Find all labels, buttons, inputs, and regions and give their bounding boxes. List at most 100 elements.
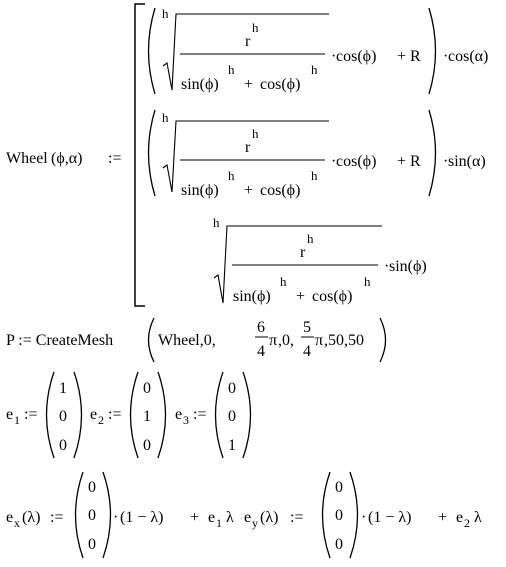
e1-value-1: 0 [59, 408, 67, 425]
ey-left-paren [321, 471, 331, 559]
ey-right-paren [349, 471, 359, 559]
row1-den-plus: + [244, 76, 253, 93]
ex-left-paren [74, 471, 84, 559]
row1-den-sin-exp: h [228, 62, 235, 77]
row2-numerator-r: r [245, 139, 251, 156]
row1-den-cos: cos(ϕ) [260, 76, 300, 93]
row2-numerator-exp: h [252, 126, 259, 141]
ex-right-paren [102, 471, 112, 559]
row1-trail-dot: · [443, 48, 448, 65]
mesh-pi2: π [315, 332, 323, 349]
ey-plus: + [438, 509, 447, 526]
row2-left-paren [147, 109, 156, 197]
e3-left-paren [214, 371, 224, 459]
wheel-function-name: Wheel [6, 150, 48, 167]
create-mesh-definition[interactable]: P := CreateMesh Wheel,0, 6 4 π ,0, 5 4 π… [6, 317, 387, 363]
ex-lambda: λ [226, 509, 234, 526]
e1-right-paren [73, 371, 83, 459]
wheel-row-2: h r h sin(ϕ) h + cos(ϕ) h · cos(ϕ) + R ·… [147, 109, 486, 199]
ey-value-2: 0 [335, 536, 343, 553]
ex-line-definition[interactable]: e x (λ) := 0 0 0 · (1 − λ) + e 1 λ [6, 471, 234, 559]
ex-factor: (1 − λ) [120, 509, 163, 526]
ex-basis-subscript: 1 [216, 516, 222, 530]
e3-value-1: 0 [228, 408, 236, 425]
row2-den-cos-exp: h [311, 168, 318, 183]
ey-line-definition[interactable]: e y (λ) := 0 0 0 · (1 − λ) + e 2 λ [244, 471, 482, 559]
mesh-frac1-num: 6 [257, 319, 265, 336]
row2-dot: · [331, 153, 336, 170]
row1-cos-alpha: cos(α) [448, 48, 488, 65]
e2-name: e [90, 406, 97, 423]
wheel-assign-operator: := [108, 150, 121, 167]
ey-value-1: 0 [335, 507, 343, 524]
ex-name: e [6, 509, 13, 526]
mesh-args-end: ,50,50 [324, 332, 364, 349]
row3-den-sin-exp: h [280, 274, 287, 289]
e3-right-paren [242, 371, 252, 459]
ey-assign: := [290, 509, 303, 526]
e1-name: e [6, 406, 13, 423]
wheel-matrix-bracket [134, 3, 145, 307]
row3-den-sin: sin(ϕ) [233, 288, 271, 305]
ex-value-2: 0 [88, 536, 96, 553]
ey-basis-subscript: 2 [464, 516, 470, 530]
row2-root-index: h [162, 110, 169, 125]
ey-subscript: y [252, 516, 258, 530]
e1-left-paren [45, 371, 55, 459]
ey-name: e [244, 509, 251, 526]
mesh-args-mid: ,0, [278, 332, 294, 349]
row3-numerator-r: r [300, 244, 306, 261]
row3-root-index: h [213, 215, 220, 230]
row2-den-plus: + [244, 182, 253, 199]
ex-dot: · [113, 509, 118, 526]
row1-right-paren [428, 7, 437, 95]
basis-e1-definition[interactable]: e 1 := 1 0 0 [6, 371, 83, 459]
row3-den-plus: + [296, 288, 305, 305]
row3-numerator-exp: h [307, 231, 314, 246]
row3-radical [213, 225, 382, 304]
row3-den-cos-exp: h [364, 274, 371, 289]
ex-plus: + [190, 509, 199, 526]
mesh-frac2-num: 5 [303, 319, 311, 336]
row2-den-sin-exp: h [228, 168, 235, 183]
row1-den-cos-exp: h [311, 62, 318, 77]
ey-basis-name: e [456, 509, 463, 526]
ex-basis-name: e [208, 509, 215, 526]
e2-value-2: 0 [143, 437, 151, 454]
e1-value-2: 0 [59, 437, 67, 454]
row1-numerator-exp: h [252, 20, 259, 35]
mesh-left-paren [147, 317, 155, 363]
row1-dot: · [331, 48, 336, 65]
basis-e3-definition[interactable]: e 3 := 0 0 1 [175, 371, 252, 459]
mesh-frac2-den: 4 [303, 343, 311, 360]
e2-left-paren [129, 371, 139, 459]
e3-value-0: 0 [228, 380, 236, 397]
ex-value-0: 0 [88, 479, 96, 496]
row1-cos-phi: cos(ϕ) [336, 48, 376, 65]
wheel-definition[interactable]: Wheel (ϕ,α) := h r h sin(ϕ) h + cos(ϕ) h… [6, 3, 488, 307]
ex-subscript: x [14, 516, 20, 530]
e3-assign: := [193, 406, 206, 423]
row1-radical [162, 13, 329, 91]
basis-e2-definition[interactable]: e 2 := 0 1 0 [90, 371, 167, 459]
ey-value-0: 0 [335, 479, 343, 496]
mesh-frac1-den: 4 [257, 343, 265, 360]
e1-value-0: 1 [59, 380, 67, 397]
e1-subscript: 1 [14, 413, 20, 427]
e2-value-0: 0 [143, 380, 151, 397]
row2-den-sin: sin(ϕ) [181, 182, 219, 199]
e2-assign: := [108, 406, 121, 423]
e2-subscript: 2 [98, 413, 104, 427]
ey-factor: (1 − λ) [368, 509, 411, 526]
row1-plus-R: + R [397, 48, 421, 65]
row2-right-paren [428, 109, 437, 197]
mesh-lhs: P := CreateMesh [6, 332, 113, 349]
e3-name: e [175, 406, 182, 423]
row3-den-cos: cos(ϕ) [312, 288, 352, 305]
ex-value-1: 0 [88, 507, 96, 524]
mesh-right-paren [379, 317, 387, 363]
row1-root-index: h [162, 6, 169, 21]
ey-args: (λ) [260, 509, 278, 526]
e3-subscript: 3 [183, 413, 189, 427]
